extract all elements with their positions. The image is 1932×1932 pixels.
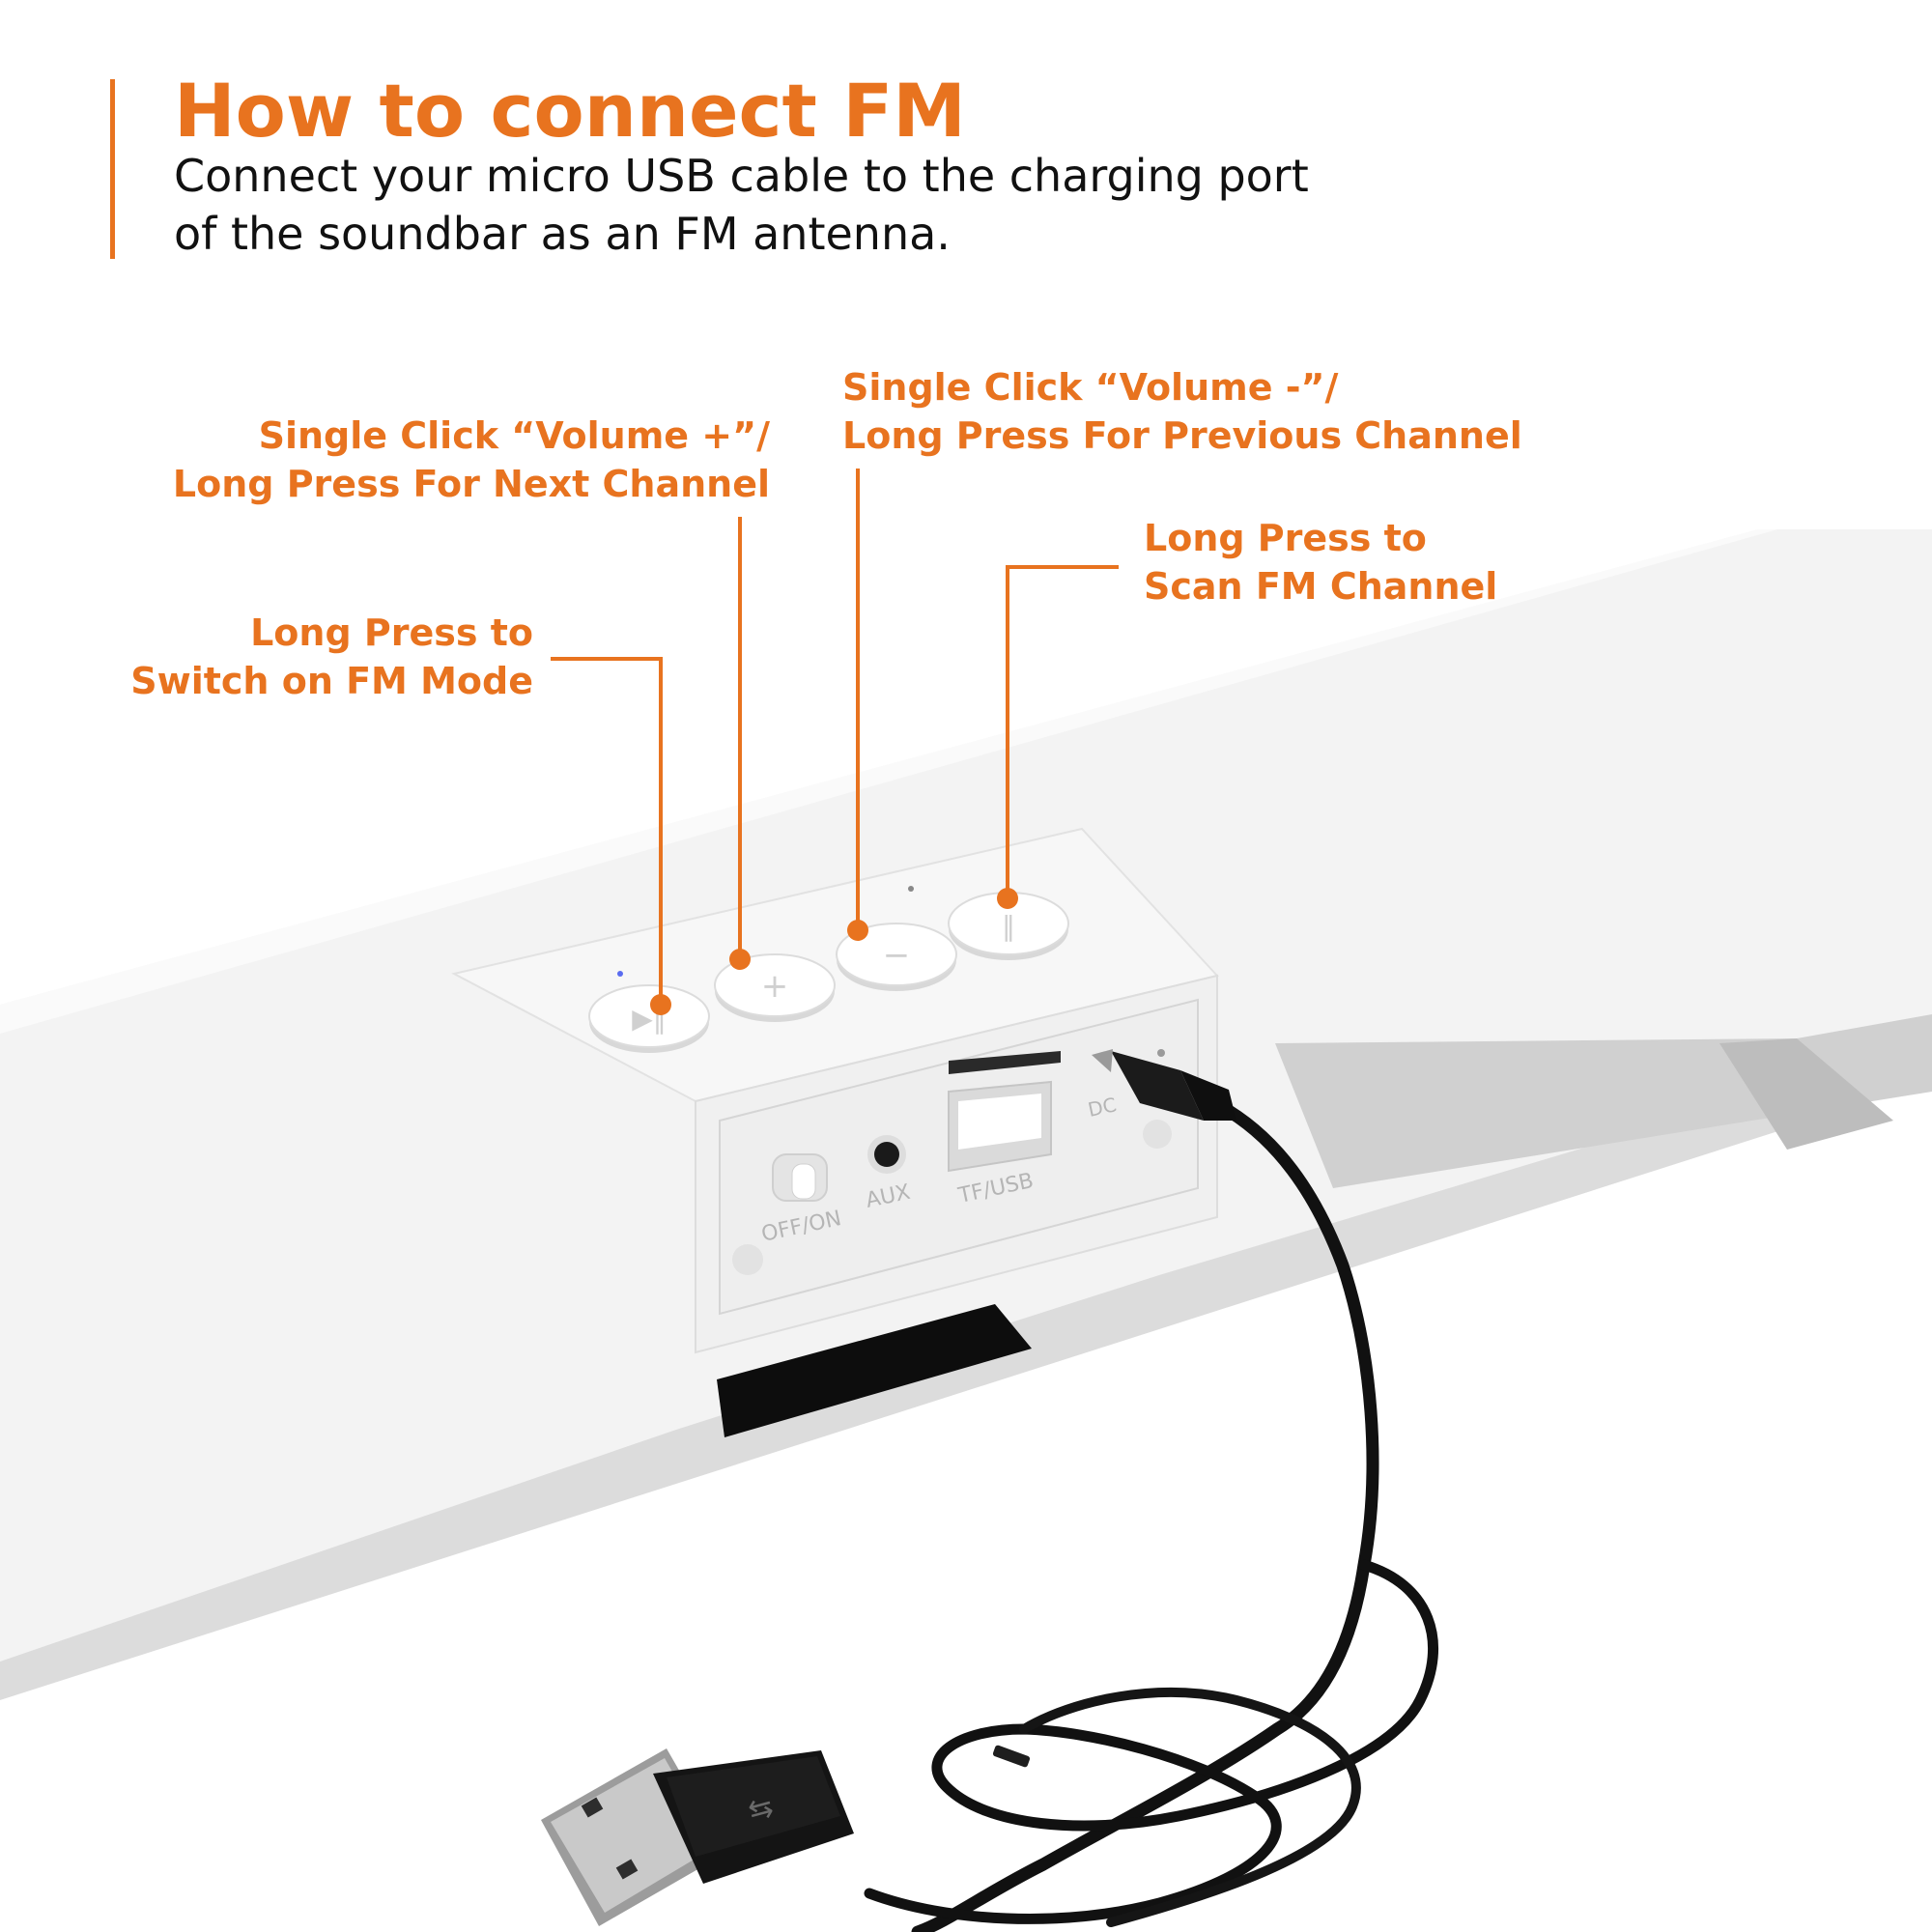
callout-volume-plus: Single Click “Volume +”/ Long Press For … (172, 414, 770, 505)
dc-label: DC (1086, 1093, 1119, 1122)
cable-tie (992, 1745, 1031, 1768)
product-label-plate (717, 1304, 1032, 1437)
tf-card-slot[interactable] (949, 1051, 1061, 1074)
title-accent-bar (110, 79, 115, 259)
page-subtitle: Connect your micro USB cable to the char… (174, 150, 1309, 260)
callout-fm-mode: Long Press to Switch on FM Mode (130, 611, 533, 702)
leader-dot-scan (997, 888, 1018, 909)
mode-indicator-led (617, 971, 623, 977)
leader-lines (551, 469, 1119, 1005)
dc-led (1157, 1049, 1165, 1057)
minus-icon: − (883, 936, 911, 975)
play-pause-icon: ‖ (1002, 910, 1015, 942)
plus-icon: + (761, 967, 789, 1006)
leader-dot-volume-minus (847, 920, 868, 941)
volume-minus-button[interactable]: − (836, 923, 957, 991)
callout-volume-minus: Single Click “Volume -”/ Long Press For … (842, 366, 1522, 457)
leader-line-fm-mode (551, 657, 663, 1005)
leader-line-scan (1006, 565, 1119, 898)
leader-dot-volume-plus (729, 949, 751, 970)
status-led (908, 886, 914, 892)
mode-button[interactable]: ▶‖ (588, 984, 710, 1053)
screw-hole-left (732, 1244, 763, 1275)
callout-scan: Long Press to Scan FM Channel (1144, 517, 1498, 608)
screw-hole-right (1143, 1120, 1172, 1149)
leader-dot-fm-mode (650, 994, 671, 1015)
leader-dots (650, 888, 1018, 1015)
play-pause-button[interactable]: ‖ (948, 892, 1069, 960)
usb-a-plug: ⇆ (541, 1748, 854, 1926)
micro-usb-cable (864, 1049, 1438, 1932)
volume-plus-button[interactable]: + (714, 953, 836, 1022)
page-title: How to connect FM (174, 68, 966, 154)
usb-port[interactable] (948, 1080, 1052, 1173)
aux-port[interactable] (867, 1135, 906, 1174)
power-switch[interactable] (772, 1153, 828, 1202)
